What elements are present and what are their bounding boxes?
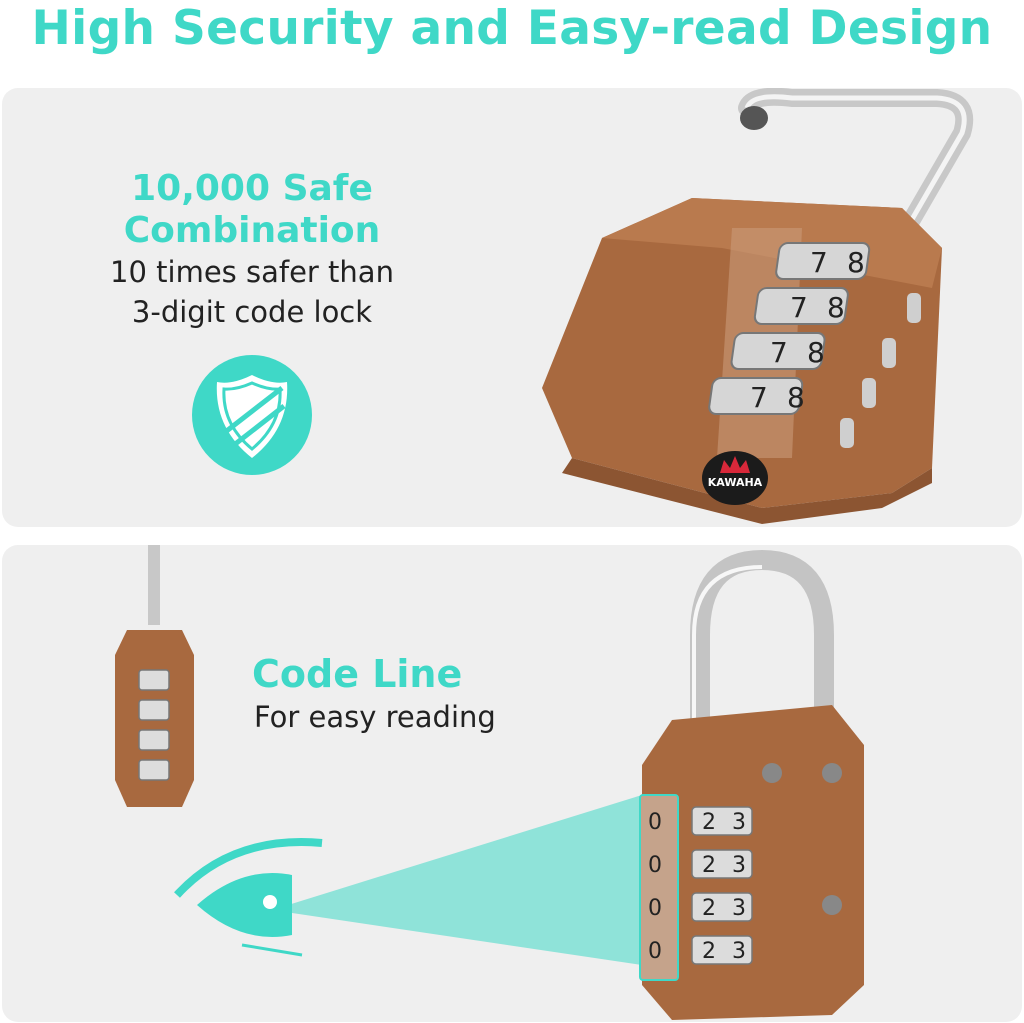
heading-line: 10,000 Safe — [131, 168, 373, 209]
dial-digit: 7 — [810, 246, 828, 279]
dial-digit: 2 — [702, 896, 716, 921]
code-line-illustration: 2 3 2 3 2 3 2 3 0 0 0 0 — [115, 545, 864, 1020]
feature-panel-code-line: 2 3 2 3 2 3 2 3 0 0 0 0 Code Line For ea… — [2, 545, 1022, 1022]
dial-digit: 2 — [702, 853, 716, 878]
description-line: 10 times safer than — [110, 255, 394, 289]
dial-digit: 7 — [750, 381, 768, 414]
feature-heading: 10,000 Safe Combination — [82, 168, 422, 252]
description-line: 3-digit code lock — [131, 295, 373, 329]
feature-panel-combination: 7 8 7 8 7 8 7 8 KAWAHA 10,000 Safe Combi… — [2, 88, 1022, 527]
dial-digit: 8 — [807, 336, 825, 369]
brand-logo: KAWAHA — [702, 451, 768, 505]
feature-heading: Code Line — [252, 652, 463, 696]
dial-digit: 2 — [702, 939, 716, 964]
dial-digit: 0 — [648, 896, 662, 921]
feature-description: For easy reading — [254, 700, 496, 734]
dial-digit: 0 — [648, 853, 662, 878]
dial-digit: 0 — [648, 810, 662, 835]
dial-digit: 2 — [702, 810, 716, 835]
dial-digit: 3 — [732, 939, 746, 964]
svg-text:KAWAHA: KAWAHA — [708, 476, 763, 489]
combination-lock-illustration: 7 8 7 8 7 8 7 8 KAWAHA — [542, 88, 974, 524]
dial-digit: 8 — [827, 291, 845, 324]
page-title: High Security and Easy-read Design — [31, 1, 993, 56]
dial-digit: 8 — [847, 246, 865, 279]
dial-digit: 8 — [787, 381, 805, 414]
dial-digit: 0 — [648, 939, 662, 964]
heading-line: Combination — [123, 210, 381, 251]
dial-digit: 7 — [790, 291, 808, 324]
dial-digit: 7 — [770, 336, 788, 369]
dial-digit: 3 — [732, 853, 746, 878]
dial-digit: 3 — [732, 896, 746, 921]
dial-digit: 3 — [732, 810, 746, 835]
feature-description: 10 times safer than 3-digit code lock — [82, 252, 422, 332]
